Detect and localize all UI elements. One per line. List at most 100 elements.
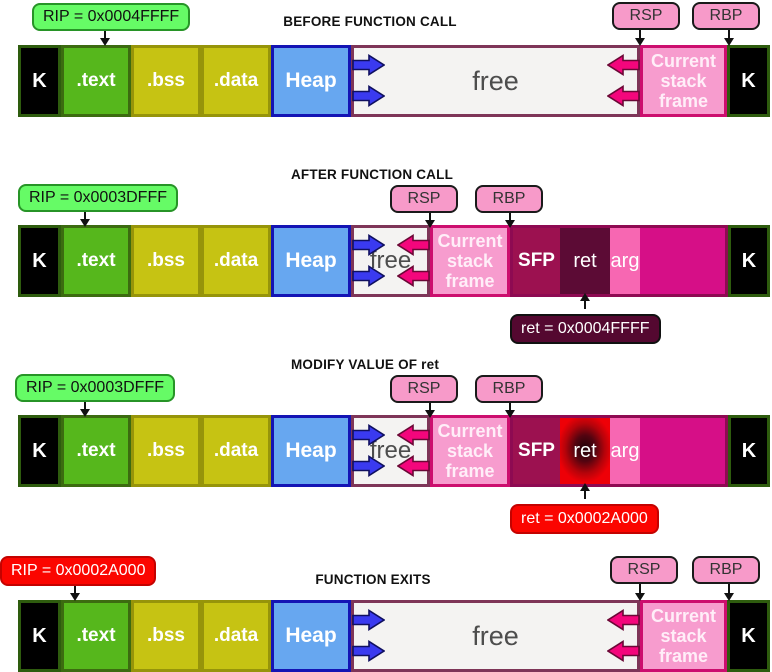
segment-kernel-right: K xyxy=(728,225,770,297)
segment-label: .text xyxy=(76,625,116,647)
heap-growth-arrow-icon xyxy=(352,609,385,631)
rbp-pointer-arrow xyxy=(724,584,734,601)
segment-label: K xyxy=(32,624,47,647)
segment-ret: ret xyxy=(560,228,610,294)
segment-caller-frame-group: SFP ret arg xyxy=(510,415,728,487)
heap-growth-arrow-icon xyxy=(352,265,385,287)
rbp-pointer-arrow xyxy=(505,403,515,418)
rbp-label: RBP xyxy=(475,375,543,403)
segment-label: Current stack frame xyxy=(437,420,503,482)
segment-free: free xyxy=(351,415,430,487)
segment-label: K xyxy=(741,249,757,272)
segment-label: free xyxy=(369,246,412,274)
segment-heap: Heap xyxy=(271,600,351,672)
segment-data: .data xyxy=(201,45,271,117)
rsp-pointer-arrow xyxy=(635,30,645,46)
rbp-pointer-arrow xyxy=(724,30,734,46)
heap-growth-arrows xyxy=(352,609,385,662)
segment-heap: Heap xyxy=(271,45,351,117)
rip-pointer-arrow xyxy=(100,31,110,46)
stack-growth-arrow-icon xyxy=(607,85,640,107)
rsp-pointer-arrow xyxy=(425,403,435,418)
stack-growth-arrow-icon xyxy=(397,424,430,446)
segment-label: .data xyxy=(213,250,259,272)
segment-label: .bss xyxy=(146,625,186,647)
rip-pointer-arrow xyxy=(80,212,90,227)
stack-growth-arrow-icon xyxy=(607,609,640,631)
stack-growth-arrows xyxy=(397,424,430,477)
segment-data: .data xyxy=(201,600,271,672)
segment-label: Current stack frame xyxy=(437,230,503,292)
heap-growth-arrows xyxy=(352,54,385,107)
segment-stack-frame: Current stack frame xyxy=(640,45,727,117)
panel-title: AFTER FUNCTION CALL xyxy=(290,167,454,183)
segment-bss: .bss xyxy=(131,415,201,487)
rip-label: RIP = 0x0003DFFF xyxy=(15,374,175,402)
segment-label: K xyxy=(32,439,47,462)
segment-label: Heap xyxy=(285,624,337,648)
rip-label: RIP = 0x0002A000 xyxy=(0,556,157,586)
stack-growth-arrows xyxy=(607,609,640,662)
stack-growth-arrows xyxy=(397,234,430,287)
stack-growth-arrow-icon xyxy=(607,640,640,662)
segment-label: .bss xyxy=(146,70,186,92)
segment-free: free xyxy=(351,600,640,672)
rsp-label: RSP xyxy=(612,2,680,30)
segment-stack-frame: Current stack frame xyxy=(430,415,510,487)
segment-bss: .bss xyxy=(131,600,201,672)
segment-label: .data xyxy=(213,440,259,462)
rip-pointer-arrow xyxy=(80,402,90,417)
segment-free: free xyxy=(351,225,430,297)
segment-data: .data xyxy=(201,415,271,487)
segment-label: free xyxy=(369,436,412,464)
rbp-label: RBP xyxy=(692,556,760,584)
heap-growth-arrow-icon xyxy=(352,85,385,107)
segment-kernel-left: K xyxy=(18,600,61,672)
ret-value-label: ret = 0x0004FFFF xyxy=(510,314,661,344)
segment-bss: .bss xyxy=(131,45,201,117)
panel-title: FUNCTION EXITS xyxy=(315,572,431,588)
segment-free: free xyxy=(351,45,640,117)
segment-text: .text xyxy=(61,600,131,672)
segment-label: free xyxy=(472,620,519,651)
segment-kernel-left: K xyxy=(18,415,61,487)
segment-sfp: SFP xyxy=(513,228,560,294)
segment-label: .text xyxy=(76,440,116,462)
segment-label: Heap xyxy=(285,69,337,93)
stack-growth-arrow-icon xyxy=(397,234,430,256)
rsp-label: RSP xyxy=(390,375,458,403)
rsp-label: RSP xyxy=(610,556,678,584)
segment-label: Current stack frame xyxy=(650,605,716,667)
rbp-label: RBP xyxy=(475,185,543,213)
memory-bar: K .text .bss .data Heap free Current sta… xyxy=(18,600,770,672)
segment-kernel-right: K xyxy=(727,600,770,672)
segment-label: .text xyxy=(76,250,116,272)
segment-arg: arg xyxy=(610,418,640,484)
heap-growth-arrow-icon xyxy=(352,455,385,477)
segment-label: K xyxy=(32,69,47,92)
segment-label: .bss xyxy=(146,440,186,462)
memory-bar: K .text .bss .data Heap free Current sta… xyxy=(18,225,770,297)
segment-label: .bss xyxy=(146,250,186,272)
heap-growth-arrows xyxy=(352,234,385,287)
segment-stack-frame: Current stack frame xyxy=(640,600,727,672)
segment-kernel-left: K xyxy=(18,45,61,117)
stack-growth-arrow-icon xyxy=(397,455,430,477)
segment-label: K xyxy=(741,624,756,647)
heap-growth-arrow-icon xyxy=(352,234,385,256)
segment-label: .data xyxy=(213,625,259,647)
heap-growth-arrow-icon xyxy=(352,54,385,76)
stack-growth-arrow-icon xyxy=(607,54,640,76)
panel-title: BEFORE FUNCTION CALL xyxy=(283,14,457,30)
rbp-pointer-arrow xyxy=(505,213,515,228)
segment-old-frame xyxy=(640,228,725,294)
segment-label: .data xyxy=(213,70,259,92)
segment-label: arg xyxy=(610,249,640,272)
segment-kernel-right: K xyxy=(728,415,770,487)
rsp-label: RSP xyxy=(390,185,458,213)
segment-arg: arg xyxy=(610,228,640,294)
rip-label: RIP = 0x0003DFFF xyxy=(18,184,178,212)
segment-caller-frame-group: SFP ret arg xyxy=(510,225,728,297)
heap-growth-arrow-icon xyxy=(352,424,385,446)
segment-text: .text xyxy=(61,415,131,487)
